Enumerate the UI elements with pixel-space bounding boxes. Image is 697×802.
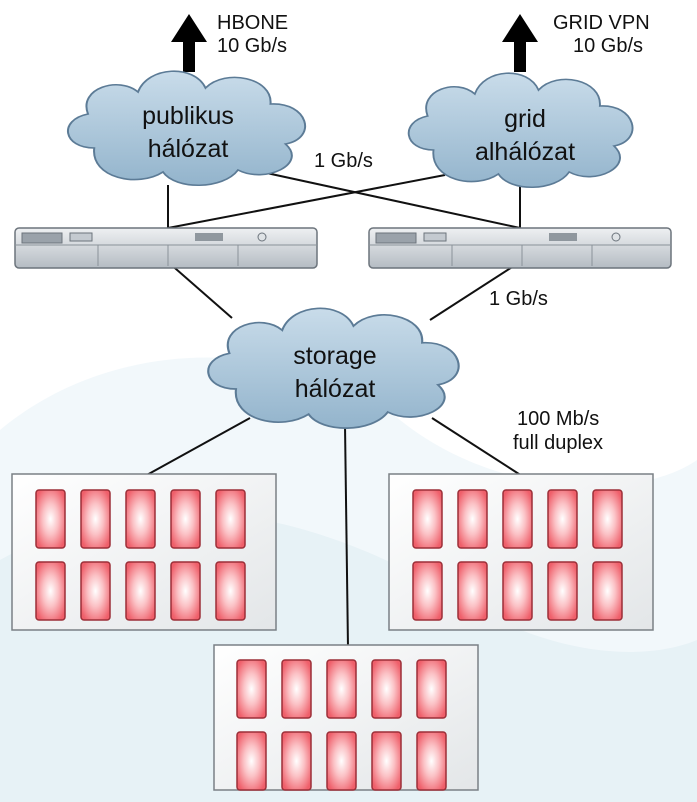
uplink-left-speed: 10 Gb/s [217,35,288,57]
disk-drive-icon [412,561,443,621]
disk-drive-icon [326,659,357,719]
disk-drive-icon [236,659,267,719]
cloud-public-line2: hálózat [147,135,229,163]
link-storage-to-left-array [144,417,251,477]
cloud-storage-label: storage hálózat [255,340,415,406]
disk-drive-icon [502,489,533,549]
link-storage-to-right-array [431,417,523,477]
disk-drive-icon [281,731,312,791]
disk-drive-icon [416,731,447,791]
cloud-public-line1: publikus [142,102,234,130]
rack-server-icon [14,227,318,269]
disk-drive-icon [457,489,488,549]
disk-drive-icon [412,489,443,549]
link-storage-to-bottom-array [344,424,349,649]
link-storage-downlink-speed: 100 Mb/s [517,408,600,430]
cloud-grid-line2: alhálózat [474,138,576,166]
disk-drive-icon [547,561,578,621]
disk-drive-icon [416,659,447,719]
rack-server-icon [368,227,672,269]
disk-drive-icon [592,561,623,621]
link-storage-downlink-mode: full duplex [513,432,604,454]
cloud-public-label: publikus hálózat [108,100,268,166]
disk-drive-icon [215,489,246,549]
disk-drive-icon [371,731,402,791]
disk-drive-icon [371,659,402,719]
link-left-server-to-storage [167,261,233,319]
disk-drive-icon [170,489,201,549]
link-cross-speed: 1 Gb/s [314,150,373,172]
cloud-grid-label: grid alhálózat [445,103,605,169]
disk-drive-icon [170,561,201,621]
disk-drive-icon [215,561,246,621]
disk-drive-icon [502,561,533,621]
up-arrow-icon [502,14,538,72]
disk-drive-icon [80,489,111,549]
disk-drive-icon [236,731,267,791]
disk-drive-icon [35,489,66,549]
disk-drive-icon [80,561,111,621]
disk-drive-icon [125,561,156,621]
disk-drive-icon [35,561,66,621]
cloud-storage-line1: storage [293,342,377,370]
link-cross-grid-to-left-server [167,174,446,229]
up-arrow-icon [171,14,207,72]
uplink-left-name: HBONE [217,12,289,34]
disk-drive-icon [592,489,623,549]
link-right-server-to-storage [429,261,521,321]
disk-drive-icon [281,659,312,719]
disk-drive-icon [547,489,578,549]
link-storage-uplink-speed: 1 Gb/s [489,288,548,310]
cloud-storage-line2: hálózat [294,375,376,403]
link-cross-public-to-right-server [261,171,521,229]
disk-drive-icon [326,731,357,791]
uplink-right-speed: 10 Gb/s [573,35,644,57]
uplink-right-name: GRID VPN [553,12,650,34]
disk-drive-icon [457,561,488,621]
cloud-grid-line1: grid [504,105,546,133]
disk-drive-icon [125,489,156,549]
